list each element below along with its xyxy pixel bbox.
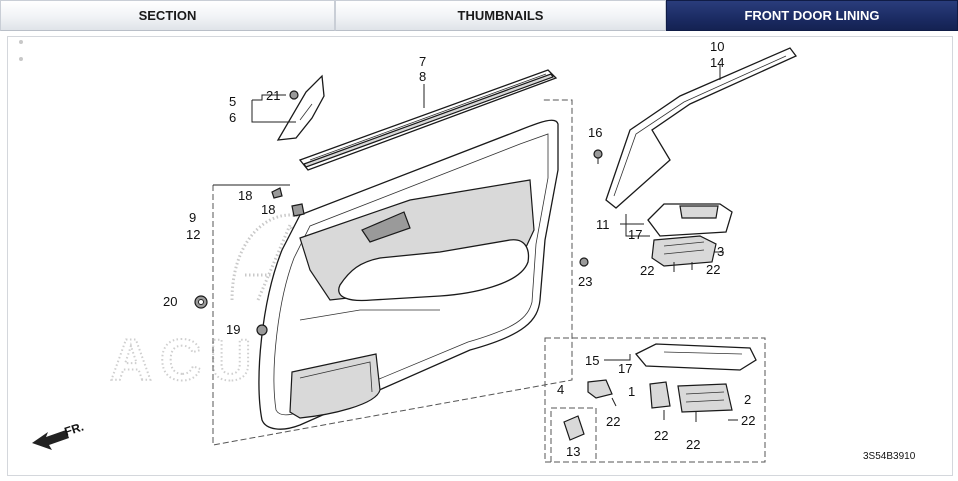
part-door-panel	[258, 119, 559, 430]
part-switch-1	[649, 381, 671, 409]
part-screw-16	[593, 149, 603, 164]
callout-17: 17	[618, 361, 632, 376]
bullet-list	[19, 40, 23, 74]
callout-8: 8	[419, 69, 426, 84]
callout-2: 2	[744, 392, 751, 407]
leader-line	[620, 214, 650, 237]
leader-line	[252, 94, 286, 101]
callout-12: 12	[186, 227, 200, 242]
callout-22: 22	[640, 263, 654, 278]
callout-18: 18	[238, 188, 252, 203]
bullet-marker	[19, 40, 23, 44]
part-clip-23	[579, 257, 589, 267]
callout-21: 21	[266, 88, 280, 103]
tab-front-door-lining[interactable]: FRONT DOOR LINING	[666, 0, 958, 31]
callout-22: 22	[654, 428, 668, 443]
part-switch-panel-15	[634, 343, 757, 371]
callout-14: 14	[710, 55, 724, 70]
callout-19: 19	[226, 322, 240, 337]
callout-13: 13	[566, 444, 580, 459]
part-clip-21	[289, 90, 299, 100]
bullet-marker	[19, 57, 23, 61]
part-switch-2	[677, 383, 733, 413]
tab-bar: SECTION THUMBNAILS FRONT DOOR LINING	[0, 0, 958, 31]
part-switch-3	[651, 235, 717, 267]
part-door-trim-strip	[605, 47, 798, 209]
tab-thumbnails[interactable]: THUMBNAILS	[335, 0, 666, 31]
part-mirror-cover	[276, 74, 325, 141]
callout-1: 1	[628, 384, 635, 399]
part-weatherstrip	[298, 69, 558, 171]
part-clip-18	[271, 187, 305, 217]
direction-label: FR.	[63, 420, 86, 439]
part-code-label: 3S54B3910	[863, 451, 916, 462]
part-switch-4	[587, 379, 613, 399]
callout-22: 22	[741, 413, 755, 428]
callout-6: 6	[229, 110, 236, 125]
leader-line	[604, 354, 631, 361]
callout-22: 22	[706, 262, 720, 277]
leader-line	[251, 100, 296, 123]
tab-section[interactable]: SECTION	[0, 0, 335, 31]
leader-line	[611, 397, 738, 422]
callout-18: 18	[261, 202, 275, 217]
callout-20: 20	[163, 294, 177, 309]
part-clip-19	[256, 324, 268, 336]
part-switch-panel-11	[647, 203, 733, 237]
callout-7: 7	[419, 54, 426, 69]
callout-11: 11	[596, 217, 610, 232]
direction-arrow	[32, 430, 69, 450]
part-nut-20-hole	[198, 299, 204, 305]
callout-15: 15	[585, 353, 599, 368]
callout-16: 16	[588, 125, 602, 140]
callout-22: 22	[606, 414, 620, 429]
callout-4: 4	[557, 382, 564, 397]
callout-22: 22	[686, 437, 700, 452]
callout-9: 9	[189, 210, 196, 225]
callout-10: 10	[710, 39, 724, 54]
leader-line	[673, 262, 693, 272]
callout-17: 17	[628, 227, 642, 242]
inset-boundary-13	[550, 407, 597, 463]
group-boundary-door	[212, 99, 573, 446]
callout-5: 5	[229, 94, 236, 109]
part-switch-13	[563, 415, 585, 441]
inset-boundary	[544, 337, 766, 463]
callout-23: 23	[578, 274, 592, 289]
callout-3: 3	[717, 244, 724, 259]
